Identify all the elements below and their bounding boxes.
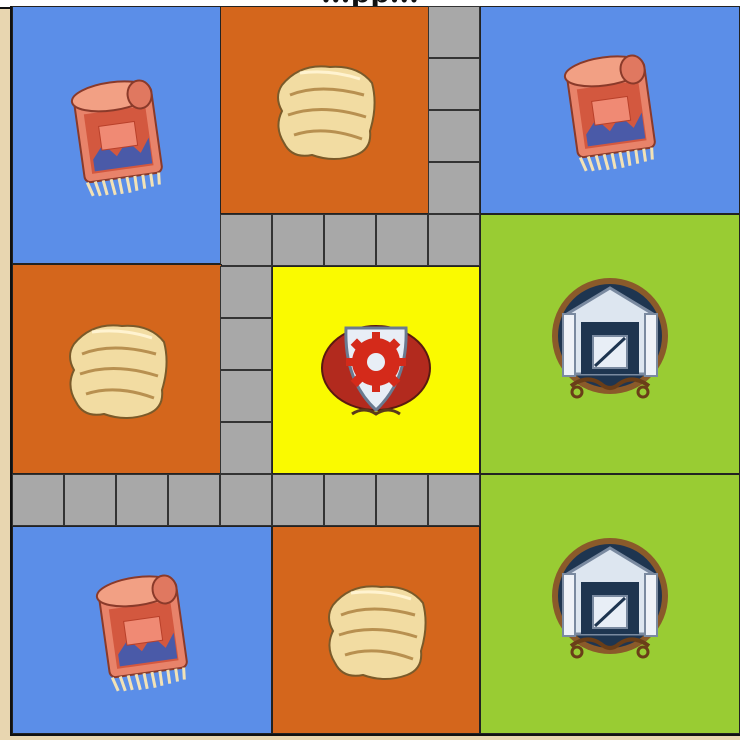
cloth-icon — [260, 45, 390, 175]
road-tile — [428, 58, 480, 110]
game-board — [10, 6, 740, 736]
road-tile — [428, 110, 480, 162]
zone-carpet-2[interactable] — [480, 6, 740, 214]
road-tile — [220, 422, 272, 474]
road-tile — [220, 214, 272, 266]
settings-shield-icon — [316, 310, 436, 430]
road-tile — [272, 214, 324, 266]
carpet-icon — [82, 565, 202, 695]
road-tile — [220, 474, 272, 526]
road-tile — [64, 474, 116, 526]
zone-carpet-1[interactable] — [12, 6, 222, 264]
zone-carpet-3[interactable] — [12, 526, 272, 734]
road-tile — [376, 474, 428, 526]
road-tile — [428, 214, 480, 266]
road-tile — [12, 474, 64, 526]
carpet-icon — [550, 45, 670, 175]
road-tile — [376, 214, 428, 266]
road-tile — [324, 474, 376, 526]
cloth-icon — [52, 304, 182, 434]
road-tile — [324, 214, 376, 266]
warehouse-icon — [535, 534, 685, 674]
cloth-icon — [311, 565, 441, 695]
zone-warehouse-2[interactable] — [480, 474, 740, 734]
zone-gear-shield[interactable] — [272, 266, 480, 474]
carpet-icon — [57, 70, 177, 200]
road-tile — [428, 6, 480, 58]
road-tile — [220, 370, 272, 422]
zone-cloth-3[interactable] — [272, 526, 480, 734]
road-tile — [116, 474, 168, 526]
zone-cloth-1[interactable] — [220, 6, 430, 214]
road-tile — [272, 474, 324, 526]
road-tile — [428, 162, 480, 214]
road-tile — [168, 474, 220, 526]
zone-cloth-2[interactable] — [12, 264, 222, 474]
road-tile — [220, 318, 272, 370]
road-tile — [428, 474, 480, 526]
warehouse-icon — [535, 274, 685, 414]
zone-warehouse-1[interactable] — [480, 214, 740, 474]
road-tile — [220, 266, 272, 318]
